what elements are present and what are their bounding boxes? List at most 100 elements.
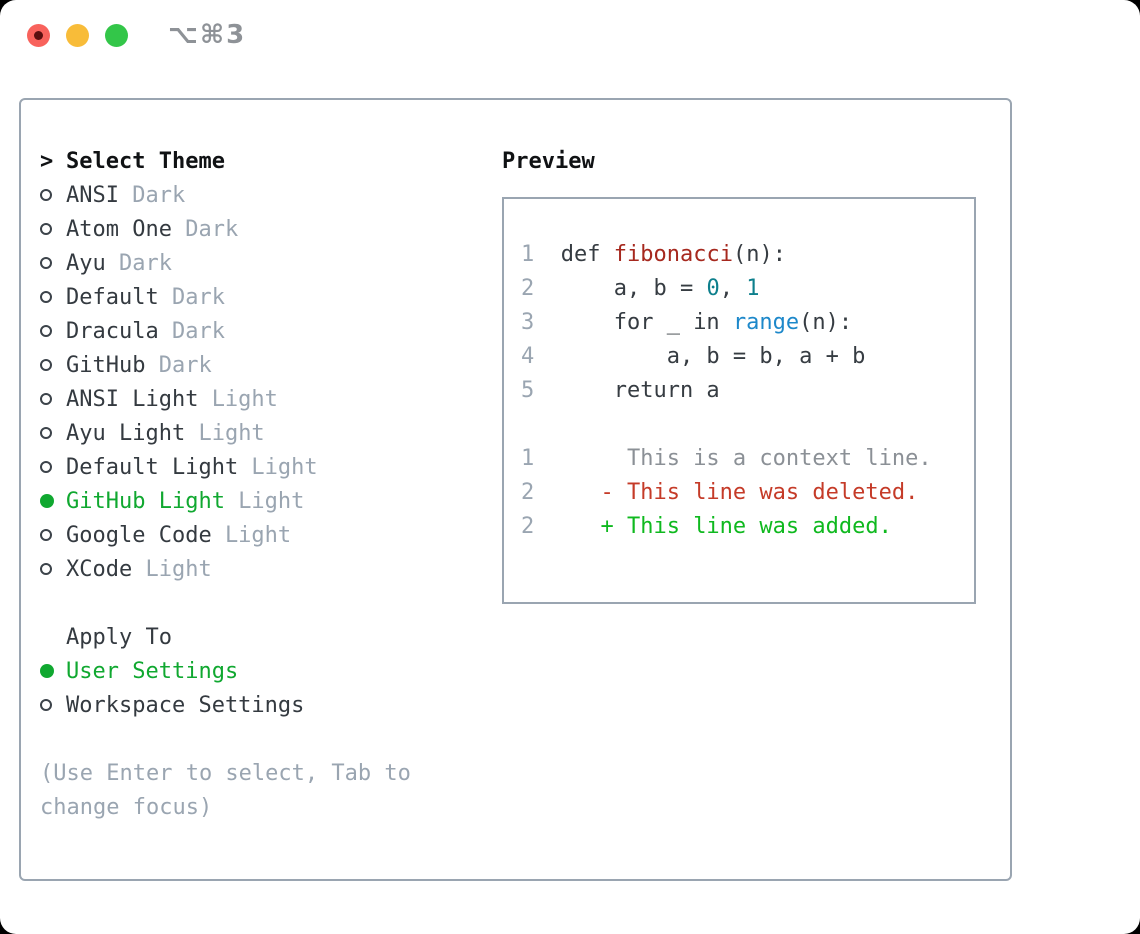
theme-item-google-code[interactable]: Google Code Light: [40, 518, 502, 552]
radio-icon: [40, 461, 52, 473]
variant-label: Dark: [158, 352, 212, 378]
close-button[interactable]: [27, 23, 50, 47]
variant-label: Light: [238, 488, 305, 514]
variant-label: Dark: [185, 216, 239, 242]
code-line-4: 4 a, b = b, a + b: [521, 344, 866, 369]
radio-icon: [40, 529, 52, 541]
option-label: User Settings: [66, 658, 239, 684]
radio-cell: [40, 189, 66, 201]
select-theme-header: > Select Theme: [40, 144, 502, 178]
variant-label: Light: [251, 454, 318, 480]
option-label: Ayu: [66, 250, 106, 276]
option-label: Google Code: [66, 522, 212, 548]
radio-cell: [40, 494, 66, 508]
theme-item-default-light[interactable]: Default Light Light: [40, 450, 502, 484]
option-label: Default: [66, 284, 159, 310]
radio-icon: [40, 223, 52, 235]
theme-item-ansi-light[interactable]: ANSI Light Light: [40, 382, 502, 416]
radio-cell: [40, 291, 66, 303]
window-title-shortcut: ⌥⌘3: [168, 20, 247, 50]
variant-label: Light: [198, 420, 265, 446]
hint-line-2: change focus): [40, 794, 213, 820]
option-label: Atom One: [66, 216, 172, 242]
option-label: GitHub Light: [66, 488, 225, 514]
radio-icon: [40, 699, 52, 711]
radio-cell: [40, 461, 66, 473]
theme-item-ansi[interactable]: ANSI Dark: [40, 178, 502, 212]
select-theme-title: Select Theme: [66, 148, 225, 174]
prompt-icon: >: [40, 148, 54, 174]
radio-selected-icon: [40, 664, 54, 678]
radio-cell: [40, 563, 66, 575]
radio-cell: [40, 393, 66, 405]
radio-cell: [40, 427, 66, 439]
diff-deleted-line: 2 - This line was deleted.: [521, 480, 919, 505]
theme-item-xcode[interactable]: XCode Light: [40, 552, 502, 586]
variant-label: Light: [224, 522, 292, 548]
variant-label: Light: [145, 556, 212, 582]
theme-item-github[interactable]: GitHub Dark: [40, 348, 502, 382]
radio-icon: [40, 359, 52, 371]
zoom-button[interactable]: [105, 23, 128, 47]
radio-cell: [40, 359, 66, 371]
titlebar: ⌥⌘3: [0, 0, 1140, 70]
radio-icon: [40, 189, 52, 201]
hint-line-1: (Use Enter to select, Tab to: [40, 760, 411, 786]
radio-icon: [40, 563, 52, 575]
option-label: XCode: [66, 556, 133, 582]
code-line-3: 3 for _ in range(n):: [521, 310, 853, 335]
option-label: ANSI Light: [66, 386, 199, 412]
option-label: Workspace Settings: [66, 692, 305, 718]
preview-title: Preview: [502, 148, 595, 174]
theme-item-atom-one[interactable]: Atom One Dark: [40, 212, 502, 246]
radio-cell: [40, 699, 66, 711]
variant-label: Light: [211, 386, 278, 412]
code-line-2: 2 a, b = 0, 1: [521, 276, 760, 301]
variant-label: Dark: [171, 318, 225, 344]
code-line-1: 1 def fibonacci(n):: [521, 242, 786, 267]
radio-cell: [40, 257, 66, 269]
blank-line: [521, 408, 974, 442]
spacer: [40, 722, 502, 756]
radio-icon: [40, 257, 52, 269]
option-label: Dracula: [66, 318, 159, 344]
diff-context-line: 1 This is a context line.: [521, 446, 932, 471]
radio-icon: [40, 427, 52, 439]
variant-label: Dark: [118, 250, 172, 276]
diff-added-line: 2 + This line was added.: [521, 514, 892, 539]
theme-item-ayu[interactable]: Ayu Dark: [40, 246, 502, 280]
option-label: ANSI: [66, 182, 119, 208]
theme-item-github-light[interactable]: GitHub Light Light: [40, 484, 502, 518]
preview-header: Preview: [502, 144, 1010, 178]
option-label: Default Light: [66, 454, 239, 480]
preview-box: 1 def fibonacci(n): 2 a, b = 0, 1 3 for _ …: [502, 197, 976, 604]
radio-cell: [40, 325, 66, 337]
radio-icon: [40, 325, 52, 337]
preview-code: 1 def fibonacci(n): 2 a, b = 0, 1 3 for _ …: [521, 238, 974, 544]
option-label: GitHub: [66, 352, 146, 378]
radio-cell: [40, 529, 66, 541]
code-line-5: 5 return a: [521, 378, 720, 403]
radio-icon: [40, 291, 52, 303]
spacer: [40, 586, 502, 620]
apply-option-workspace-settings[interactable]: Workspace Settings: [40, 688, 502, 722]
radio-icon: [40, 393, 52, 405]
theme-item-dracula[interactable]: Dracula Dark: [40, 314, 502, 348]
minimize-button[interactable]: [66, 23, 89, 47]
apply-to-title: Apply To: [66, 624, 172, 650]
theme-item-default[interactable]: Default Dark: [40, 280, 502, 314]
apply-to-header: Apply To: [40, 620, 502, 654]
radio-cell: [40, 664, 66, 678]
variant-label: Dark: [171, 284, 225, 310]
option-label: Ayu Light: [66, 420, 186, 446]
radio-selected-icon: [40, 494, 54, 508]
theme-item-ayu-light[interactable]: Ayu Light Light: [40, 416, 502, 450]
radio-cell: [40, 223, 66, 235]
variant-label: Dark: [132, 182, 186, 208]
apply-option-user-settings[interactable]: User Settings: [40, 654, 502, 688]
